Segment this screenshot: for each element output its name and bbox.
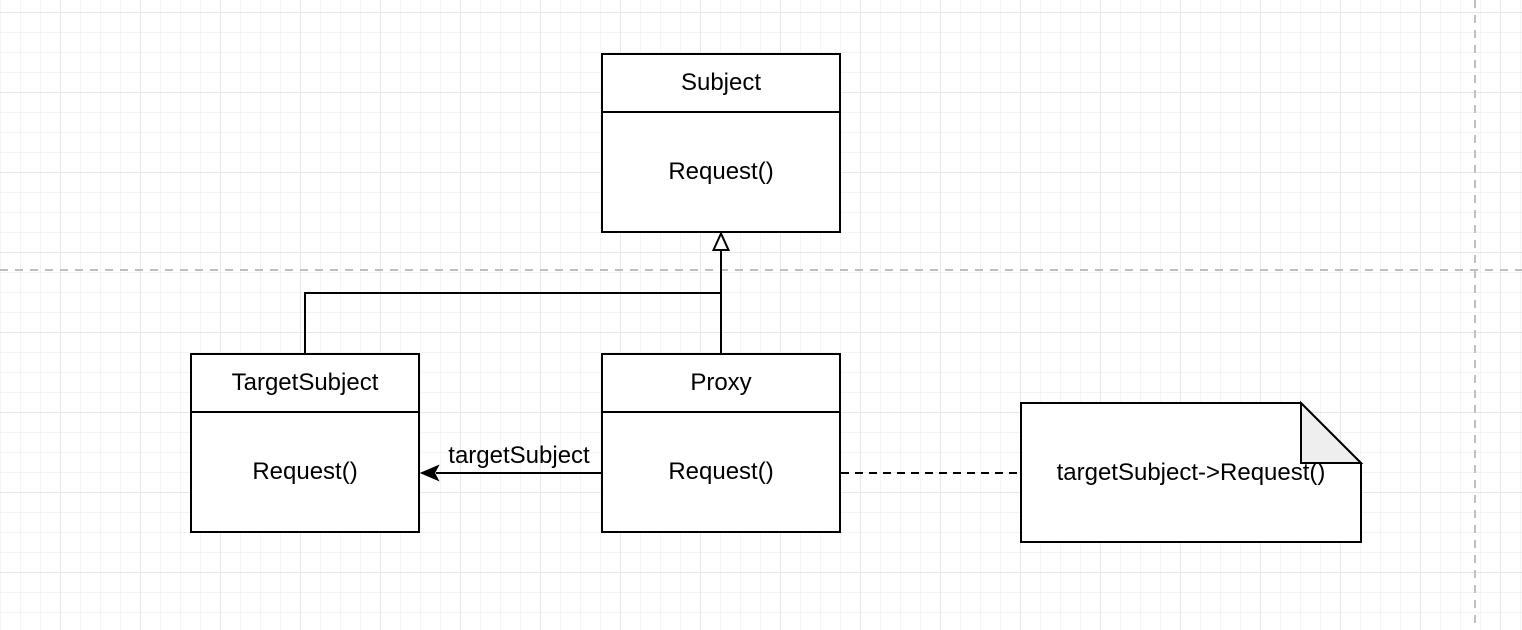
class-targetsubject-method: Request() xyxy=(252,458,358,485)
class-targetsubject-title: TargetSubject xyxy=(192,355,418,413)
inheritance-arrowhead-icon xyxy=(711,231,731,251)
edge-label-targetsubject[interactable]: targetSubject xyxy=(448,442,590,469)
class-subject-title: Subject xyxy=(603,55,839,113)
class-proxy[interactable]: Proxy Request() xyxy=(601,353,841,533)
note-text: targetSubject->Request() xyxy=(1056,459,1326,486)
class-targetsubject[interactable]: TargetSubject Request() xyxy=(190,353,420,533)
class-proxy-title: Proxy xyxy=(603,355,839,413)
class-subject-method: Request() xyxy=(668,158,774,185)
edge-targetsubject-to-subject[interactable] xyxy=(304,292,721,353)
association-arrowhead-icon xyxy=(419,464,440,482)
class-subject[interactable]: Subject Request() xyxy=(601,53,841,233)
note-shape[interactable] xyxy=(1020,402,1362,543)
note-fold xyxy=(1300,400,1364,464)
class-proxy-method: Request() xyxy=(668,458,774,485)
